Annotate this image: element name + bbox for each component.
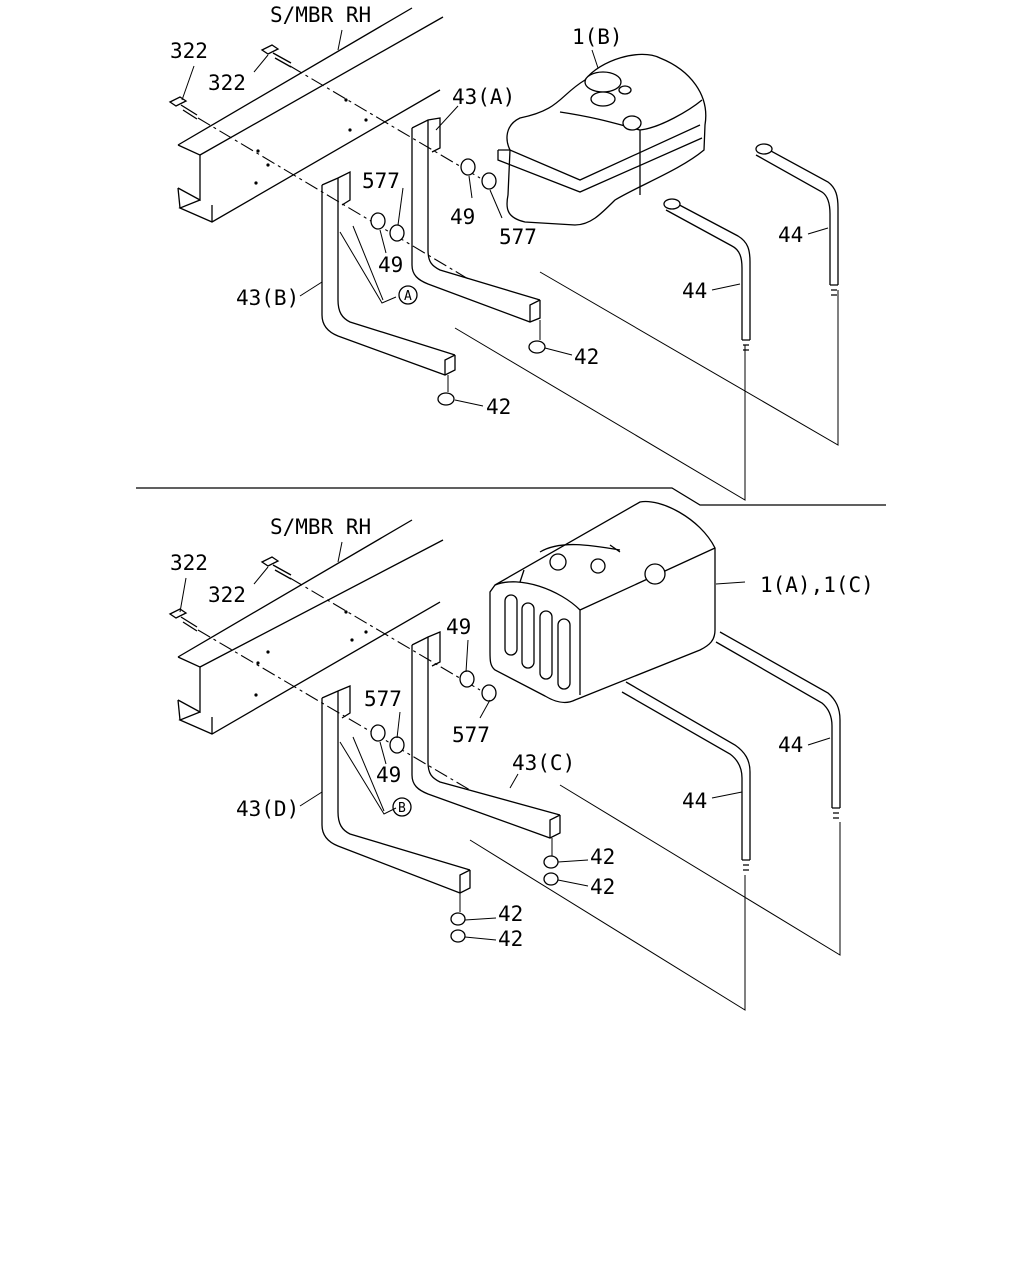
bottom-lock-nut-label-3: 42: [498, 902, 523, 926]
bottom-bolt-label-1: 322: [170, 551, 208, 575]
top-bushing-577-front: [481, 172, 497, 190]
bottom-bracket-rear-label: 43(D): [236, 797, 299, 821]
bottom-guide-front: [559, 784, 841, 956]
top-lock-nut-42-front: [528, 320, 546, 354]
bottom-view: S/MBR RH 322 322 1(A),1(C) 43(C) 43(D) 5…: [168, 500, 874, 1011]
top-guide-front: [539, 271, 839, 446]
top-bolt-lower: [168, 96, 198, 120]
bottom-nut-49-rear: [370, 724, 386, 742]
top-lock-nut-label-2: 42: [486, 395, 511, 419]
bottom-nut-label-2: 49: [376, 763, 401, 787]
top-bracket-front: [411, 117, 541, 323]
top-bolt-label-2: 322: [208, 71, 246, 95]
top-lock-nut-label-1: 42: [574, 345, 599, 369]
top-guide-rear: [454, 327, 746, 501]
top-frame-label: S/MBR RH: [270, 3, 371, 27]
top-strap-label-1: 44: [778, 223, 803, 247]
bottom-frame-member: [177, 519, 444, 735]
top-view: S/MBR RH 322 322 1(B) 43(A) 43(B) 577 57…: [168, 3, 839, 501]
bottom-bracket-rear: [321, 685, 471, 894]
bottom-strap-label-2: 44: [682, 789, 707, 813]
top-bolt-upper: [260, 44, 292, 68]
bottom-lock-nut-label-4: 42: [498, 927, 523, 951]
top-strap-right: [755, 143, 839, 296]
bottom-lock-nuts-42-rear: [450, 893, 466, 943]
bottom-lock-nut-label-2: 42: [590, 875, 615, 899]
top-axis-upper: [289, 65, 481, 179]
bottom-strap-right: [715, 631, 841, 819]
top-axis-lower: [197, 117, 471, 281]
bottom-frame-label: S/MBR RH: [270, 515, 371, 539]
top-bushing-577-rear: [389, 224, 405, 242]
top-ref-mark: A: [398, 285, 418, 305]
bottom-axis-lower: [197, 629, 471, 791]
bottom-guide-rear: [469, 839, 746, 1011]
top-fuel-tank: [497, 53, 707, 226]
bottom-strap-left: [621, 681, 751, 871]
bottom-nut-label-1: 49: [446, 615, 471, 639]
bottom-strap-label-1: 44: [778, 733, 803, 757]
bottom-fuel-tank: [489, 500, 716, 704]
top-strap-left: [663, 198, 751, 351]
top-frame-member: [177, 7, 444, 223]
bottom-bushing-label-1: 577: [364, 687, 402, 711]
bottom-ref-mark: B: [392, 797, 412, 817]
bottom-bracket-front: [411, 631, 561, 839]
section-divider: [136, 487, 886, 506]
top-lock-nut-42-rear: [437, 375, 455, 406]
svg-text:B: B: [398, 801, 406, 816]
top-bracket-rear: [321, 170, 456, 376]
bottom-bracket-front-label: 43(C): [512, 751, 575, 775]
bottom-bushing-577-front: [481, 684, 497, 702]
top-strap-label-2: 44: [682, 279, 707, 303]
bottom-tank-label: 1(A),1(C): [760, 573, 874, 597]
bottom-bolt-lower: [168, 608, 198, 632]
top-bolt-label-1: 322: [170, 39, 208, 63]
bottom-lock-nut-label-1: 42: [590, 845, 615, 869]
top-bushing-label-1: 577: [362, 169, 400, 193]
bottom-bushing-577-rear: [389, 736, 405, 754]
top-nut-label-1: 49: [450, 205, 475, 229]
bottom-bushing-label-2: 577: [452, 723, 490, 747]
bottom-bolt-label-2: 322: [208, 583, 246, 607]
svg-text:A: A: [404, 289, 412, 304]
bottom-lock-nuts-42-front: [543, 838, 559, 886]
top-tank-label: 1(B): [572, 25, 623, 49]
bottom-bolt-upper: [260, 556, 292, 580]
top-nut-49-front: [460, 158, 476, 176]
top-bracket-front-label: 43(A): [452, 85, 515, 109]
top-bracket-rear-label: 43(B): [236, 286, 299, 310]
bottom-nut-49-front: [459, 670, 475, 688]
bottom-axis-upper: [289, 577, 481, 691]
top-nut-49-rear: [370, 212, 386, 230]
top-nut-label-2: 49: [378, 253, 403, 277]
top-bushing-label-2: 577: [499, 225, 537, 249]
